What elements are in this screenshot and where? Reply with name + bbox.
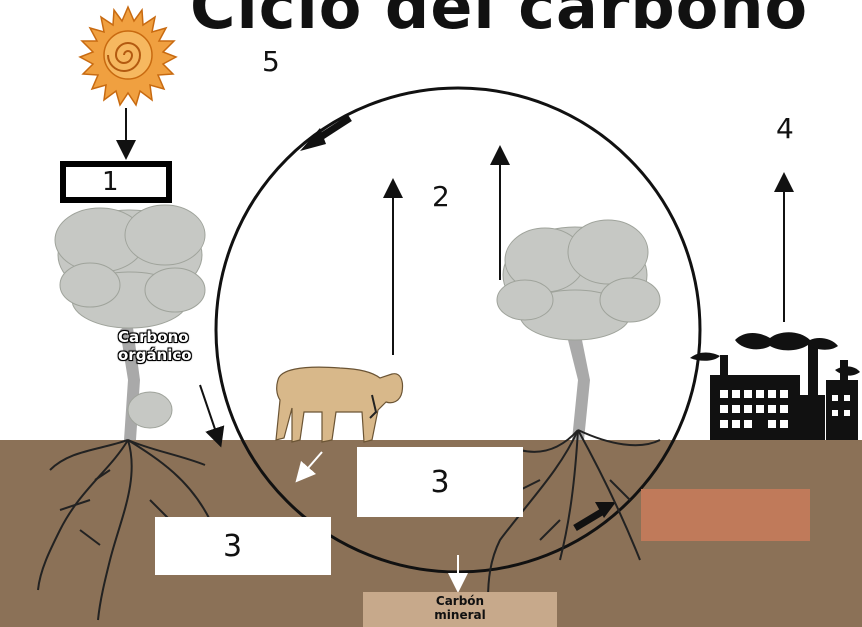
label-5: 5 [262,45,280,78]
carbono-organico-label: Carbono orgánico [118,328,228,364]
factory-icon [690,332,860,440]
diagram-title: Ciclo del carbono [190,0,808,43]
tree-icon [55,205,205,440]
organic-arrow [200,385,218,438]
answer-box-3-lower: 3 [155,517,331,575]
tree-icon [497,220,660,440]
answer-box-1: 1 [60,161,172,203]
label-4: 4 [776,112,794,145]
sun-icon [80,7,176,105]
answer-box-3-upper: 3 [357,447,523,517]
color-swatch [641,489,810,541]
carbon-mineral-line1: Carbón [363,594,557,608]
carbono-organico-line2: orgánico [118,346,228,364]
carbon-mineral-label: Carbón mineral [363,592,557,627]
label-2: 2 [432,180,450,213]
cow-icon [276,367,403,442]
carbon-mineral-line2: mineral [363,608,557,622]
carbono-organico-line1: Carbono [118,328,228,346]
